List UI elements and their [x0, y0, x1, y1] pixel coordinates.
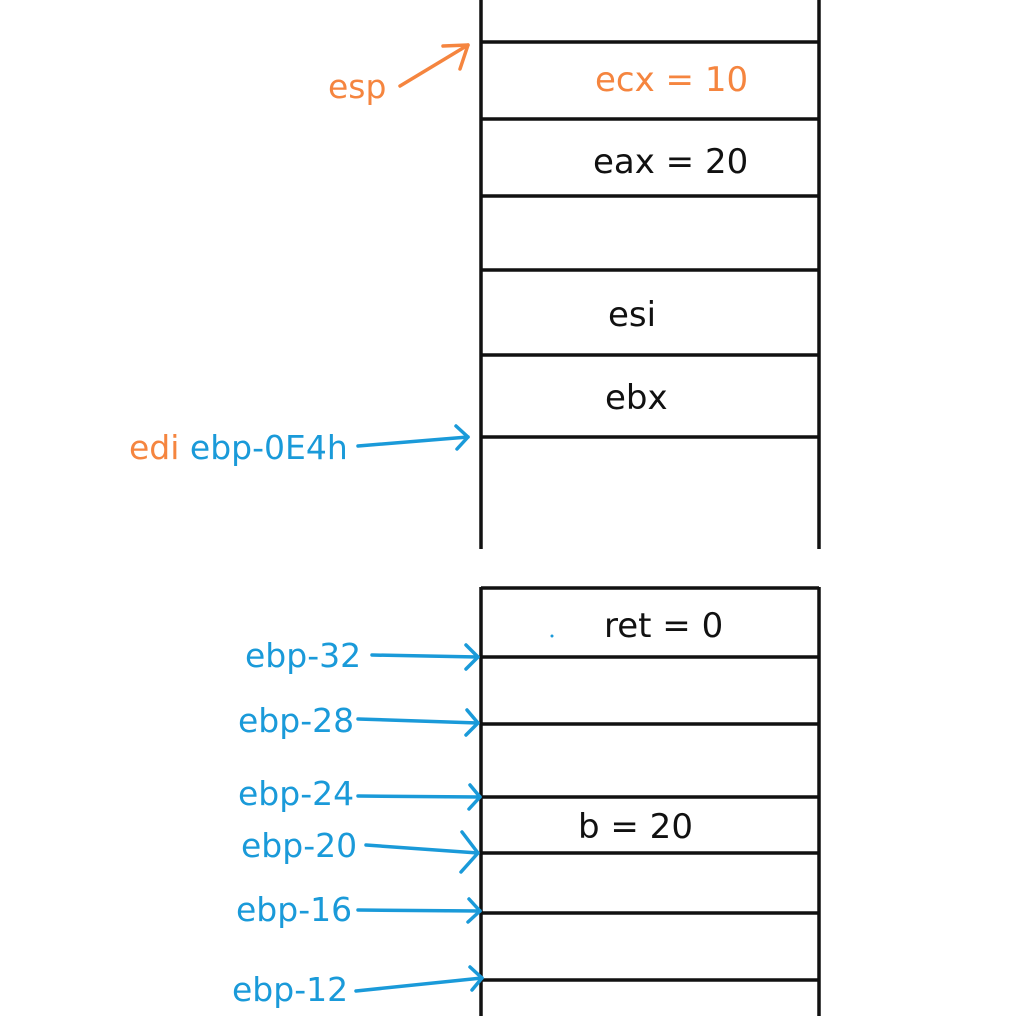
- ebp-28-label: ebp-28: [238, 701, 355, 740]
- ebp-12-label: ebp-12: [232, 970, 349, 1009]
- ebp-28-arrow: [356, 708, 480, 737]
- esi-cell-label: esi: [608, 295, 657, 335]
- ebp-20-label: ebp-20: [241, 826, 358, 865]
- ebx-cell-label: ebx: [605, 378, 668, 418]
- ebp-24-arrow: [356, 783, 482, 811]
- esp-label: esp: [328, 67, 387, 106]
- ebp-20-arrow: [364, 830, 480, 874]
- stack-gap: [476, 549, 826, 587]
- eax-cell-label: eax = 20: [593, 142, 749, 182]
- ebp-24-label: ebp-24: [238, 774, 355, 813]
- b-cell-label: b = 20: [578, 807, 693, 847]
- ebp-32-arrow: [370, 643, 480, 671]
- ebp-12-arrow: [354, 965, 484, 993]
- ebp-16-label: ebp-16: [236, 890, 353, 929]
- edi-label: edi: [129, 428, 180, 467]
- edi-ebp-0e4h-label: edi ebp-0E4h: [129, 431, 348, 464]
- ebp-32-label: ebp-32: [245, 636, 362, 675]
- ebp-0e4h-label: ebp-0E4h: [189, 428, 348, 467]
- ebp-16-arrow: [356, 897, 482, 924]
- ebp-0e4h-arrow: [356, 424, 470, 451]
- esp-arrow: [398, 43, 470, 88]
- stray-dot: [550, 634, 554, 638]
- ret-cell-label: ret = 0: [604, 606, 724, 646]
- ecx-cell-label: ecx = 10: [595, 60, 749, 100]
